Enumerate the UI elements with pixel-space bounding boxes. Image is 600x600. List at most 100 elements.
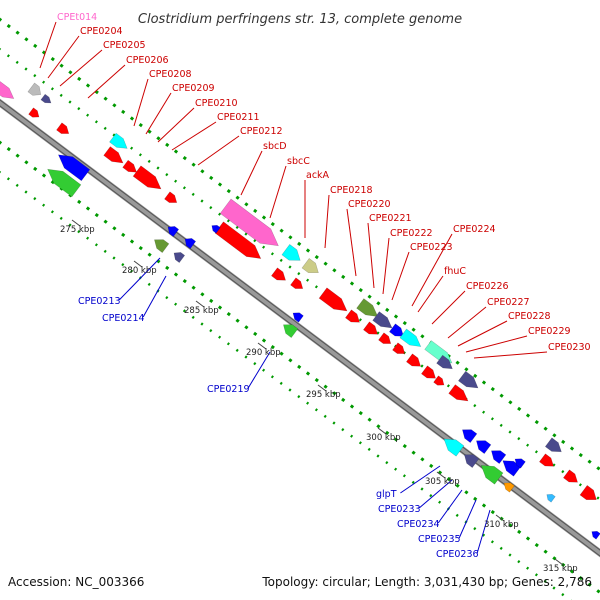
- leader-plus-5: [145, 92, 172, 135]
- gene-label-plus-6: CPE0210: [195, 98, 238, 109]
- tick-mark-2: [195, 300, 205, 308]
- forward-gene-7: [122, 159, 137, 173]
- forward-gene-3: [28, 107, 40, 118]
- forward-gene-24: [363, 321, 378, 335]
- gene-label-plus-17: CPE0224: [453, 224, 496, 235]
- genome-summary-text: Topology: circular; Length: 3,031,430 bp…: [261, 575, 592, 589]
- leader-plus-3: [87, 64, 126, 99]
- leader-plus-20: [447, 306, 487, 339]
- leader-minus-2: [247, 351, 271, 389]
- leader-minus-0: [118, 257, 161, 301]
- reverse-gene-4: [184, 238, 197, 249]
- forward-gene-16: [356, 298, 379, 317]
- leader-plus-4: [133, 78, 149, 127]
- leader-plus-18: [417, 275, 444, 313]
- guide-track-0: [0, 17, 600, 472]
- tick-mark-8: [554, 558, 564, 566]
- leader-plus-16: [391, 251, 410, 301]
- leader-plus-13: [346, 208, 357, 277]
- tick-mark-4: [317, 384, 327, 392]
- leader-plus-15: [382, 237, 390, 295]
- reverse-gene-19: [591, 530, 600, 540]
- leader-minus-3: [400, 465, 441, 494]
- reverse-gene-10: [462, 429, 478, 443]
- forward-gene-31: [458, 370, 479, 389]
- forward-gene-18: [389, 323, 404, 337]
- leader-minus-1: [142, 275, 167, 318]
- tick-mark-0: [71, 219, 81, 227]
- reverse-gene-9: [443, 438, 465, 457]
- leader-plus-9: [240, 150, 263, 196]
- reverse-gene-8: [292, 312, 304, 323]
- forward-gene-12: [301, 258, 319, 274]
- gene-label-minus-3: glpT: [376, 489, 397, 500]
- forward-gene-26: [392, 342, 406, 354]
- reverse-gene-6: [211, 224, 221, 234]
- forward-gene-17: [372, 311, 393, 329]
- forward-gene-21: [436, 354, 453, 370]
- forward-gene-27: [406, 353, 421, 367]
- gene-label-plus-5: CPE0209: [172, 83, 215, 94]
- reverse-gene-18: [546, 493, 556, 503]
- forward-gene-35: [579, 485, 597, 501]
- forward-gene-14: [271, 267, 286, 281]
- tick-label-8: 315 kbp: [543, 564, 578, 574]
- forward-gene-0: [0, 80, 15, 99]
- reverse-gene-13: [502, 460, 522, 477]
- gene-label-minus-4: CPE0233: [378, 504, 421, 515]
- tick-label-6: 305 kbp: [425, 477, 460, 487]
- gene-label-plus-23: CPE0230: [548, 342, 591, 353]
- forward-gene-19: [399, 328, 422, 347]
- gene-label-plus-9: sbcD: [263, 141, 287, 152]
- reverse-gene-17: [503, 482, 515, 493]
- forward-gene-33: [539, 453, 554, 467]
- guide-track-2: [0, 140, 600, 595]
- leader-plus-19: [431, 290, 466, 325]
- forward-gene-32: [544, 437, 562, 453]
- leader-plus-12: [324, 194, 330, 249]
- reverse-gene-1: [47, 168, 82, 198]
- gene-labels: CPEt014CPE0204CPE0205CPE0206CPE0208CPE02…: [57, 12, 591, 560]
- gene-label-minus-2: CPE0219: [207, 384, 250, 395]
- forward-gene-22: [318, 287, 348, 312]
- gene-label-plus-20: CPE0227: [487, 297, 530, 308]
- forward-gene-30: [448, 384, 469, 402]
- reverse-gene-15: [464, 454, 480, 468]
- tick-label-1: 280 kbp: [122, 266, 157, 276]
- forward-gene-2: [40, 93, 52, 104]
- leader-plus-2: [59, 49, 103, 87]
- forward-gene-4: [56, 122, 70, 134]
- tick-label-2: 285 kbp: [184, 306, 219, 316]
- gene-label-plus-14: CPE0221: [369, 213, 412, 224]
- reverse-gene-5: [173, 252, 186, 263]
- tick-label-0: 275 kbp: [60, 225, 95, 235]
- gene-label-plus-7: CPE0211: [217, 112, 260, 123]
- leader-plus-22: [465, 335, 528, 353]
- gene-label-plus-4: CPE0208: [149, 69, 192, 80]
- tick-mark-3: [257, 342, 267, 350]
- forward-gene-1: [27, 82, 42, 96]
- gene-label-plus-1: CPE0204: [80, 26, 123, 37]
- reverse-gene-3: [167, 226, 180, 237]
- gene-label-plus-12: CPE0218: [330, 185, 373, 196]
- leader-plus-23: [473, 351, 548, 359]
- forward-gene-29: [433, 375, 445, 386]
- map-title: Clostridium perfringens str. 13, complet…: [138, 12, 462, 27]
- gene-label-minus-1: CPE0214: [102, 313, 145, 324]
- gene-label-plus-3: CPE0206: [126, 55, 169, 66]
- tick-mark-7: [495, 514, 505, 522]
- leader-plus-10: [269, 165, 287, 219]
- leader-minus-4: [418, 479, 453, 509]
- reverse-gene-7: [283, 324, 299, 338]
- tick-mark-1: [133, 260, 143, 268]
- leader-plus-17: [411, 233, 453, 307]
- leader-plus-6: [157, 107, 195, 143]
- leader-plus-1: [47, 35, 80, 79]
- leader-plus-14: [367, 222, 375, 289]
- gene-label-plus-8: CPE0212: [240, 126, 283, 137]
- guide-track-1: [0, 47, 600, 502]
- forward-gene-23: [345, 309, 360, 323]
- gene-label-plus-11: ackA: [306, 170, 330, 181]
